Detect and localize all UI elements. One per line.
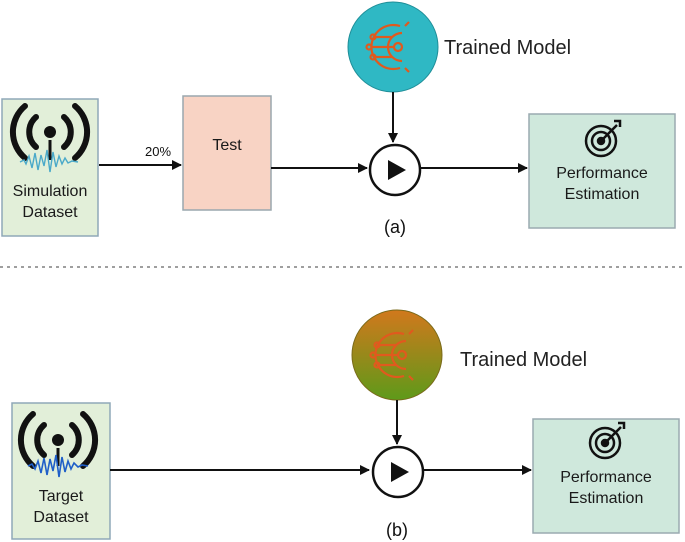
target-icon bbox=[584, 119, 622, 158]
test-label: Test bbox=[212, 137, 242, 154]
play-icon bbox=[388, 160, 406, 180]
evaluate-node-a bbox=[368, 143, 422, 197]
split-percentage-label: 20% bbox=[145, 144, 171, 159]
trained-model-label-a: Trained Model bbox=[444, 37, 571, 59]
panel-a: Simulation Dataset 20% Test bbox=[1, 1, 676, 237]
ai-gear-icon bbox=[365, 21, 410, 73]
performance-estimation-box-b: Performance Estimation bbox=[532, 418, 680, 534]
simulation-dataset-label-line1: Simulation bbox=[13, 183, 88, 200]
trained-model-node-b bbox=[351, 309, 443, 401]
wireless-signal-icon bbox=[17, 411, 99, 469]
performance-estimation-box-a: Performance Estimation bbox=[528, 113, 676, 229]
wireless-signal-icon bbox=[9, 103, 91, 161]
performance-label-b-line1: Performance bbox=[560, 469, 652, 486]
caption-b: (b) bbox=[386, 520, 408, 540]
target-dataset-label-line2: Dataset bbox=[33, 509, 89, 526]
trained-model-label-b: Trained Model bbox=[460, 349, 587, 371]
target-icon bbox=[588, 421, 626, 460]
caption-a: (a) bbox=[384, 217, 406, 237]
panel-b: Target Dataset Trained Model bbox=[11, 309, 680, 540]
signal-waveform-icon bbox=[19, 149, 79, 173]
performance-label-b-line2: Estimation bbox=[569, 490, 644, 507]
target-dataset-label-line1: Target bbox=[39, 488, 84, 505]
ai-gear-icon bbox=[369, 329, 414, 381]
simulation-dataset-label-line2: Dataset bbox=[22, 204, 78, 221]
trained-model-node-a bbox=[347, 1, 439, 93]
play-icon bbox=[391, 462, 409, 482]
performance-label-a-line1: Performance bbox=[556, 165, 648, 182]
target-dataset-box: Target Dataset bbox=[11, 402, 111, 540]
signal-waveform-icon bbox=[27, 454, 89, 478]
test-box: Test bbox=[182, 95, 272, 211]
evaluate-node-b bbox=[371, 445, 425, 499]
simulation-dataset-box: Simulation Dataset bbox=[1, 98, 99, 237]
performance-label-a-line2: Estimation bbox=[565, 186, 640, 203]
